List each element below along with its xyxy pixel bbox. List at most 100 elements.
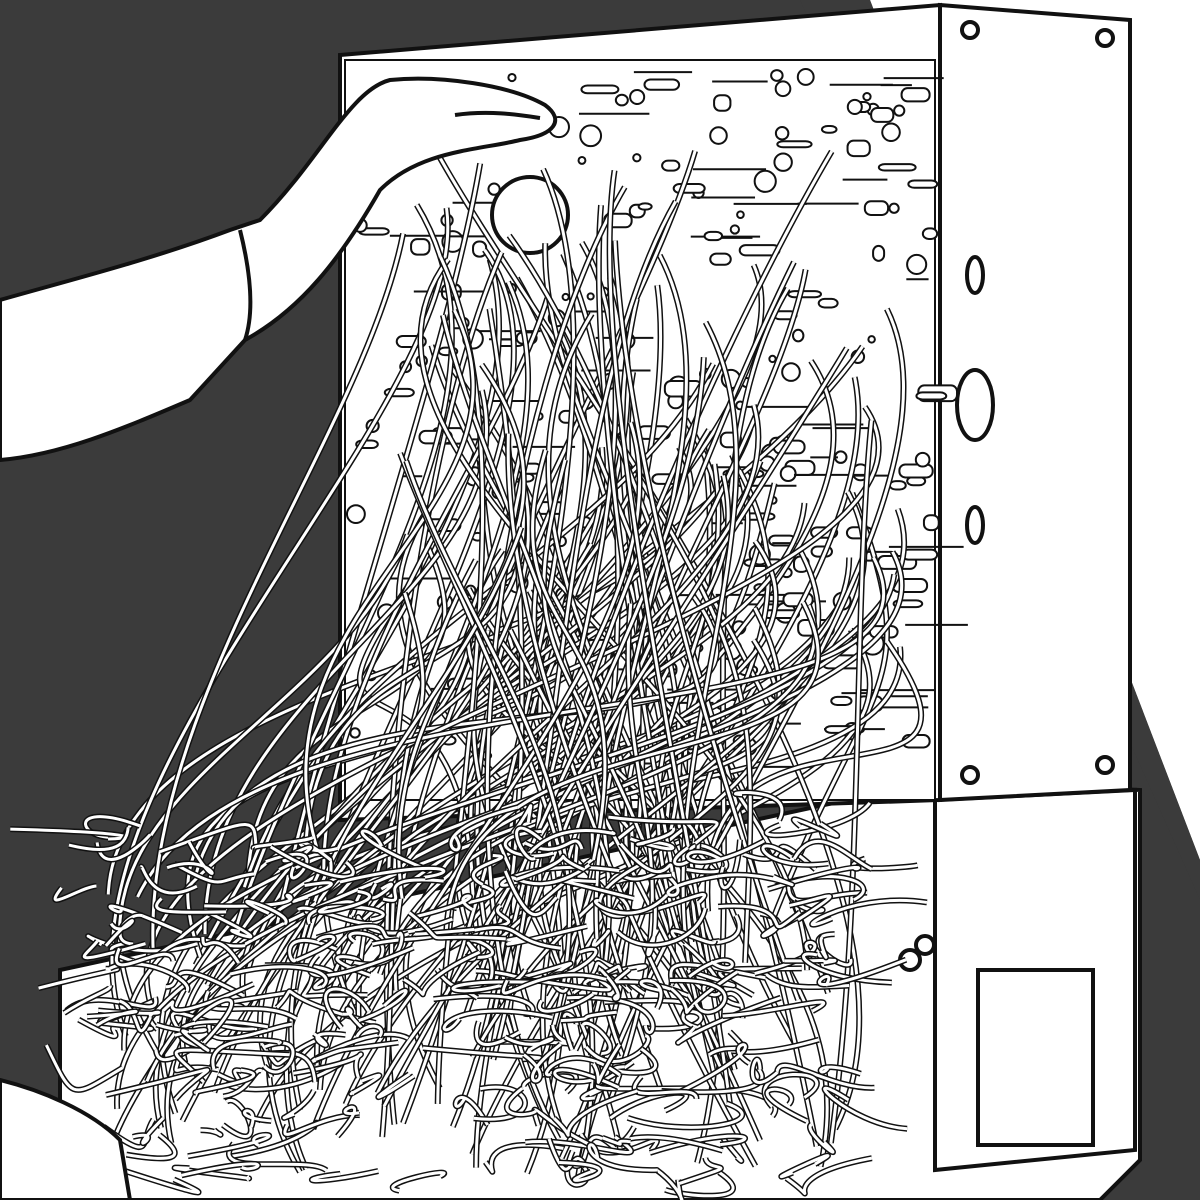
- patch-cable: [288, 938, 338, 963]
- patch-cable: [275, 989, 377, 1025]
- patch-cable: [207, 1020, 293, 1040]
- circuit-component: [703, 230, 724, 242]
- patch-cable: [666, 873, 729, 897]
- patch-cable: [181, 1162, 260, 1177]
- patch-cable: [162, 982, 255, 1012]
- patch-cable: [355, 1024, 383, 1038]
- patch-cable: [541, 269, 808, 1124]
- circuit-component: [881, 122, 901, 143]
- patch-cable: [676, 1043, 751, 1095]
- patch-cable: [566, 995, 655, 1034]
- patch-cable: [269, 845, 355, 879]
- patch-cable: [349, 1073, 381, 1096]
- patch-cable: [382, 347, 849, 1107]
- patch-cable: [159, 823, 258, 854]
- circuit-component: [736, 210, 745, 220]
- patch-cable: [670, 970, 739, 1014]
- circuit-component: [579, 124, 603, 148]
- circuit-component: [753, 169, 777, 193]
- round-port: [490, 175, 570, 255]
- patch-cable: [646, 901, 659, 957]
- patch-cable: [86, 1009, 138, 1027]
- patch-cable: [553, 1089, 638, 1137]
- patch-cable: [310, 1169, 379, 1183]
- patch-cable: [789, 894, 832, 921]
- patch-cable: [669, 963, 766, 986]
- patch-cable: [207, 911, 253, 939]
- patch-cable: [474, 925, 561, 950]
- patch-cable: [560, 1010, 617, 1023]
- access-panel: [976, 968, 1095, 1147]
- patch-cable: [187, 1133, 271, 1158]
- patch-cable: [664, 1171, 735, 1198]
- circuit-component: [898, 463, 934, 479]
- patch-cable: [784, 958, 837, 965]
- patch-cable: [151, 233, 405, 954]
- patch-cable: [115, 947, 175, 967]
- patch-cable: [451, 980, 534, 993]
- patch-cable: [584, 1034, 650, 1063]
- patch-cable: [686, 839, 765, 864]
- patch-cable: [750, 1058, 779, 1084]
- patch-cable: [212, 484, 531, 1093]
- patch-cable: [636, 827, 675, 846]
- patch-cable: [194, 1068, 255, 1095]
- patch-cable: [118, 999, 152, 1033]
- patch-cable: [619, 842, 674, 874]
- patch-cable: [204, 893, 293, 908]
- circuit-component: [774, 126, 790, 141]
- circuit-component: [770, 69, 784, 82]
- patch-cable: [819, 935, 828, 959]
- patch-cable: [282, 1089, 316, 1120]
- patch-cable: [391, 1171, 446, 1193]
- circuit-component: [776, 140, 813, 149]
- patch-cable: [358, 989, 408, 1023]
- circuit-component: [586, 292, 595, 301]
- patch-cable: [817, 958, 907, 987]
- patch-cable: [181, 1029, 210, 1052]
- patch-cable: [599, 968, 620, 1001]
- circuit-component: [774, 80, 792, 98]
- patch-cable: [466, 941, 479, 961]
- circuit-component: [632, 153, 642, 163]
- patch-cable: [464, 357, 706, 1017]
- patch-cable: [296, 906, 384, 925]
- patch-cable: [53, 884, 97, 902]
- patch-cable: [559, 1161, 601, 1182]
- patch-cable: [295, 934, 336, 962]
- patch-cable: [581, 1021, 612, 1055]
- circuit-component: [507, 72, 517, 83]
- patch-cable: [767, 865, 861, 891]
- patch-cable: [68, 827, 130, 851]
- patch-cable: [538, 992, 594, 1013]
- circuit-component: [781, 362, 801, 382]
- circuit-component: [817, 297, 839, 309]
- circuit-component: [487, 182, 501, 196]
- patch-cable: [472, 853, 503, 886]
- patch-cable: [508, 629, 762, 1142]
- patch-cable: [382, 878, 444, 902]
- patch-cable: [155, 1023, 207, 1037]
- circuit-component: [862, 92, 872, 102]
- circuit-component: [773, 152, 793, 172]
- circuit-component: [345, 504, 366, 525]
- patch-cable: [673, 819, 700, 866]
- circuit-component: [779, 465, 797, 483]
- patch-cable: [632, 1075, 698, 1100]
- patch-cable: [613, 240, 800, 1001]
- patch-cable: [245, 900, 288, 926]
- circuit-component: [914, 451, 931, 468]
- patch-cable: [503, 829, 554, 858]
- patch-cable: [192, 998, 234, 1044]
- patch-cable: [227, 1142, 328, 1172]
- circuit-component: [921, 227, 939, 240]
- patch-cable: [442, 1009, 553, 1032]
- patch-cable: [145, 406, 880, 1007]
- patch-cable: [503, 870, 558, 917]
- patch-cable: [174, 1048, 290, 1084]
- patch-cable: [819, 1065, 862, 1076]
- patch-cable: [301, 975, 368, 998]
- patch-cable: [63, 985, 112, 1015]
- patch-cables: [10, 149, 928, 1200]
